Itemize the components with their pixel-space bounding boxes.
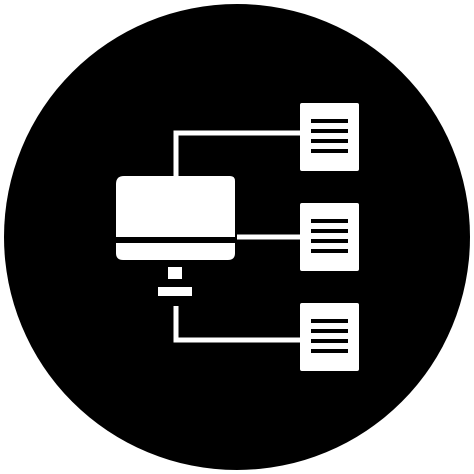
document-text-line	[311, 229, 348, 233]
connector-bottom	[173, 306, 300, 343]
document-page	[300, 103, 359, 171]
connector-top	[173, 130, 300, 176]
monitor-neck	[168, 267, 182, 279]
monitor-screen	[116, 176, 235, 237]
document-icon	[300, 303, 359, 371]
computer-monitor-icon	[116, 176, 235, 296]
document-text-line	[311, 119, 348, 123]
document-text-line	[311, 139, 348, 143]
document-text-line	[311, 129, 348, 133]
document-text-line	[311, 349, 348, 353]
document-text-line	[311, 339, 348, 343]
document-text-line	[311, 149, 348, 153]
document-page	[300, 203, 359, 271]
document-text-line	[311, 249, 348, 253]
document-icon	[300, 203, 359, 271]
monitor-stand-base	[158, 287, 192, 296]
document-icons	[300, 103, 359, 371]
document-text-line	[311, 219, 348, 223]
document-icon	[300, 103, 359, 171]
monitor-chin	[116, 243, 235, 260]
document-text-line	[311, 239, 348, 243]
network-connectors	[173, 130, 300, 343]
document-page	[300, 303, 359, 371]
document-text-line	[311, 329, 348, 333]
document-text-line	[311, 319, 348, 323]
